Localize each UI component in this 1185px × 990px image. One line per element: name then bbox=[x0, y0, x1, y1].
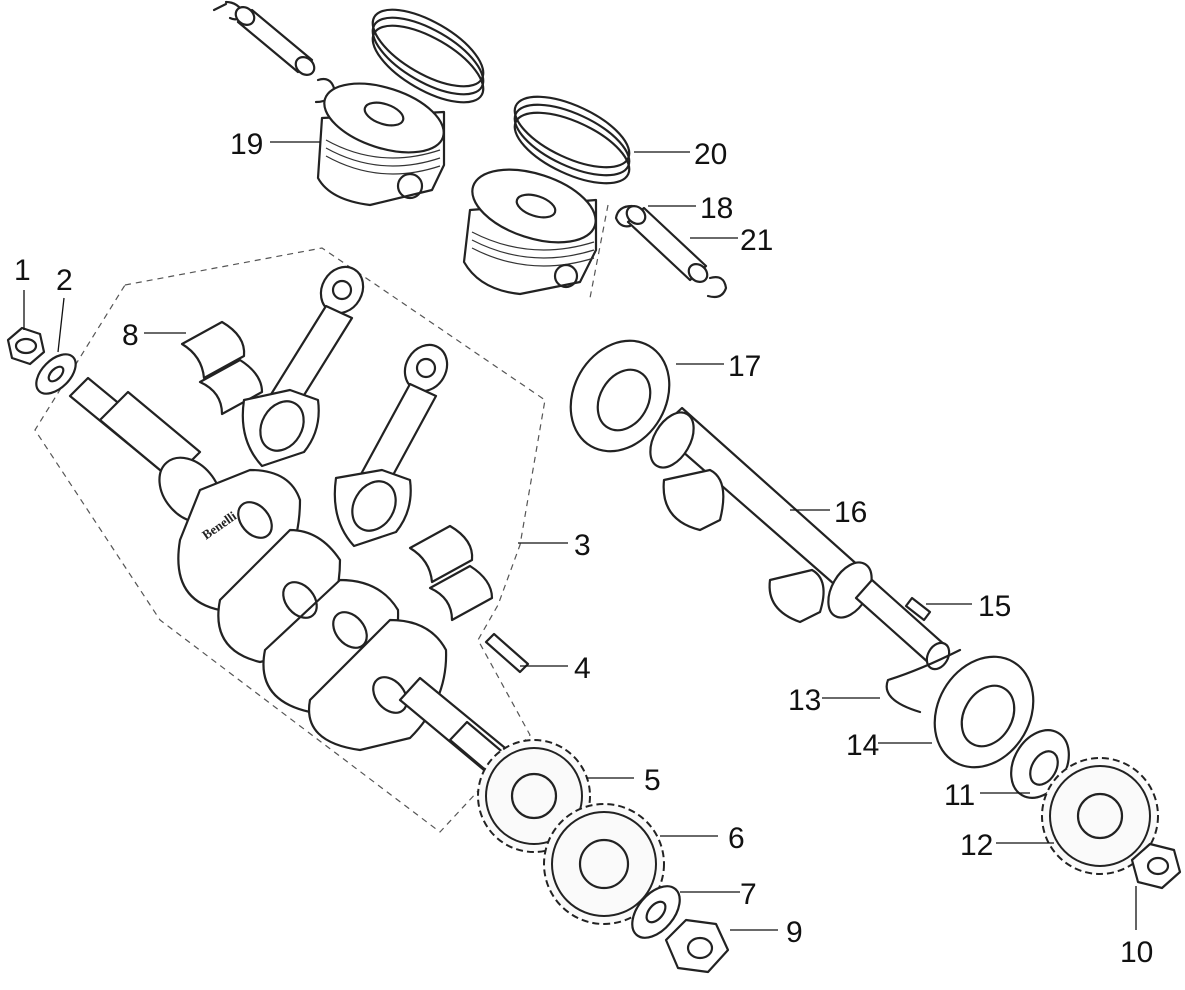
piston-pin-boundary bbox=[589, 204, 609, 299]
callout-11: 11 bbox=[944, 779, 975, 812]
piston-19 bbox=[316, 82, 446, 207]
callout-1: 1 bbox=[14, 254, 31, 287]
key-15 bbox=[904, 596, 932, 622]
callout-21: 21 bbox=[740, 224, 773, 257]
crankshaft: Benelli bbox=[68, 376, 514, 780]
gear-12 bbox=[1041, 757, 1159, 875]
piston-rings-upper bbox=[371, 8, 485, 104]
callout-19: 19 bbox=[230, 128, 263, 161]
bolt-10 bbox=[1130, 842, 1182, 890]
callout-10: 10 bbox=[1120, 936, 1153, 969]
piston-right bbox=[462, 168, 598, 296]
callout-14: 14 bbox=[846, 729, 879, 762]
piston-rings-20 bbox=[513, 95, 631, 185]
circlip-18 bbox=[614, 204, 634, 228]
callout-6: 6 bbox=[728, 822, 745, 855]
callout-2: 2 bbox=[56, 264, 73, 297]
crankshaft-assembly-boundary bbox=[34, 247, 546, 833]
piston-pin-upper bbox=[212, 0, 336, 104]
washer-2 bbox=[35, 353, 77, 395]
callout-8: 8 bbox=[122, 319, 139, 352]
circlip-13 bbox=[885, 648, 962, 714]
bearing-14 bbox=[933, 655, 1035, 769]
washer-7 bbox=[631, 885, 681, 939]
callout-15: 15 bbox=[978, 590, 1011, 623]
nut-1 bbox=[6, 326, 46, 366]
bearing-shell-8-lower bbox=[408, 524, 494, 622]
connecting-rod-2 bbox=[333, 343, 449, 548]
callout-4: 4 bbox=[574, 652, 591, 685]
bearing-17 bbox=[569, 339, 671, 453]
callout-7: 7 bbox=[740, 878, 757, 911]
key-4 bbox=[484, 632, 530, 674]
gear-6 bbox=[543, 803, 665, 925]
callout-16: 16 bbox=[834, 496, 867, 529]
piston-pin-21 bbox=[625, 205, 728, 299]
callout-20: 20 bbox=[694, 138, 727, 171]
callout-18: 18 bbox=[700, 192, 733, 225]
callout-3: 3 bbox=[574, 529, 591, 562]
callout-13: 13 bbox=[788, 684, 821, 717]
callout-9: 9 bbox=[786, 916, 803, 949]
callout-17: 17 bbox=[728, 350, 761, 383]
leader-lines bbox=[23, 141, 1137, 931]
callout-labels: 1 2 3 4 5 6 7 8 9 10 11 12 13 14 15 16 1… bbox=[14, 128, 1153, 969]
connecting-rod-1 bbox=[241, 265, 365, 468]
balancer-shaft-16 bbox=[649, 406, 951, 671]
nut-9 bbox=[664, 918, 730, 974]
callout-5: 5 bbox=[644, 764, 661, 797]
callout-12: 12 bbox=[960, 829, 993, 862]
